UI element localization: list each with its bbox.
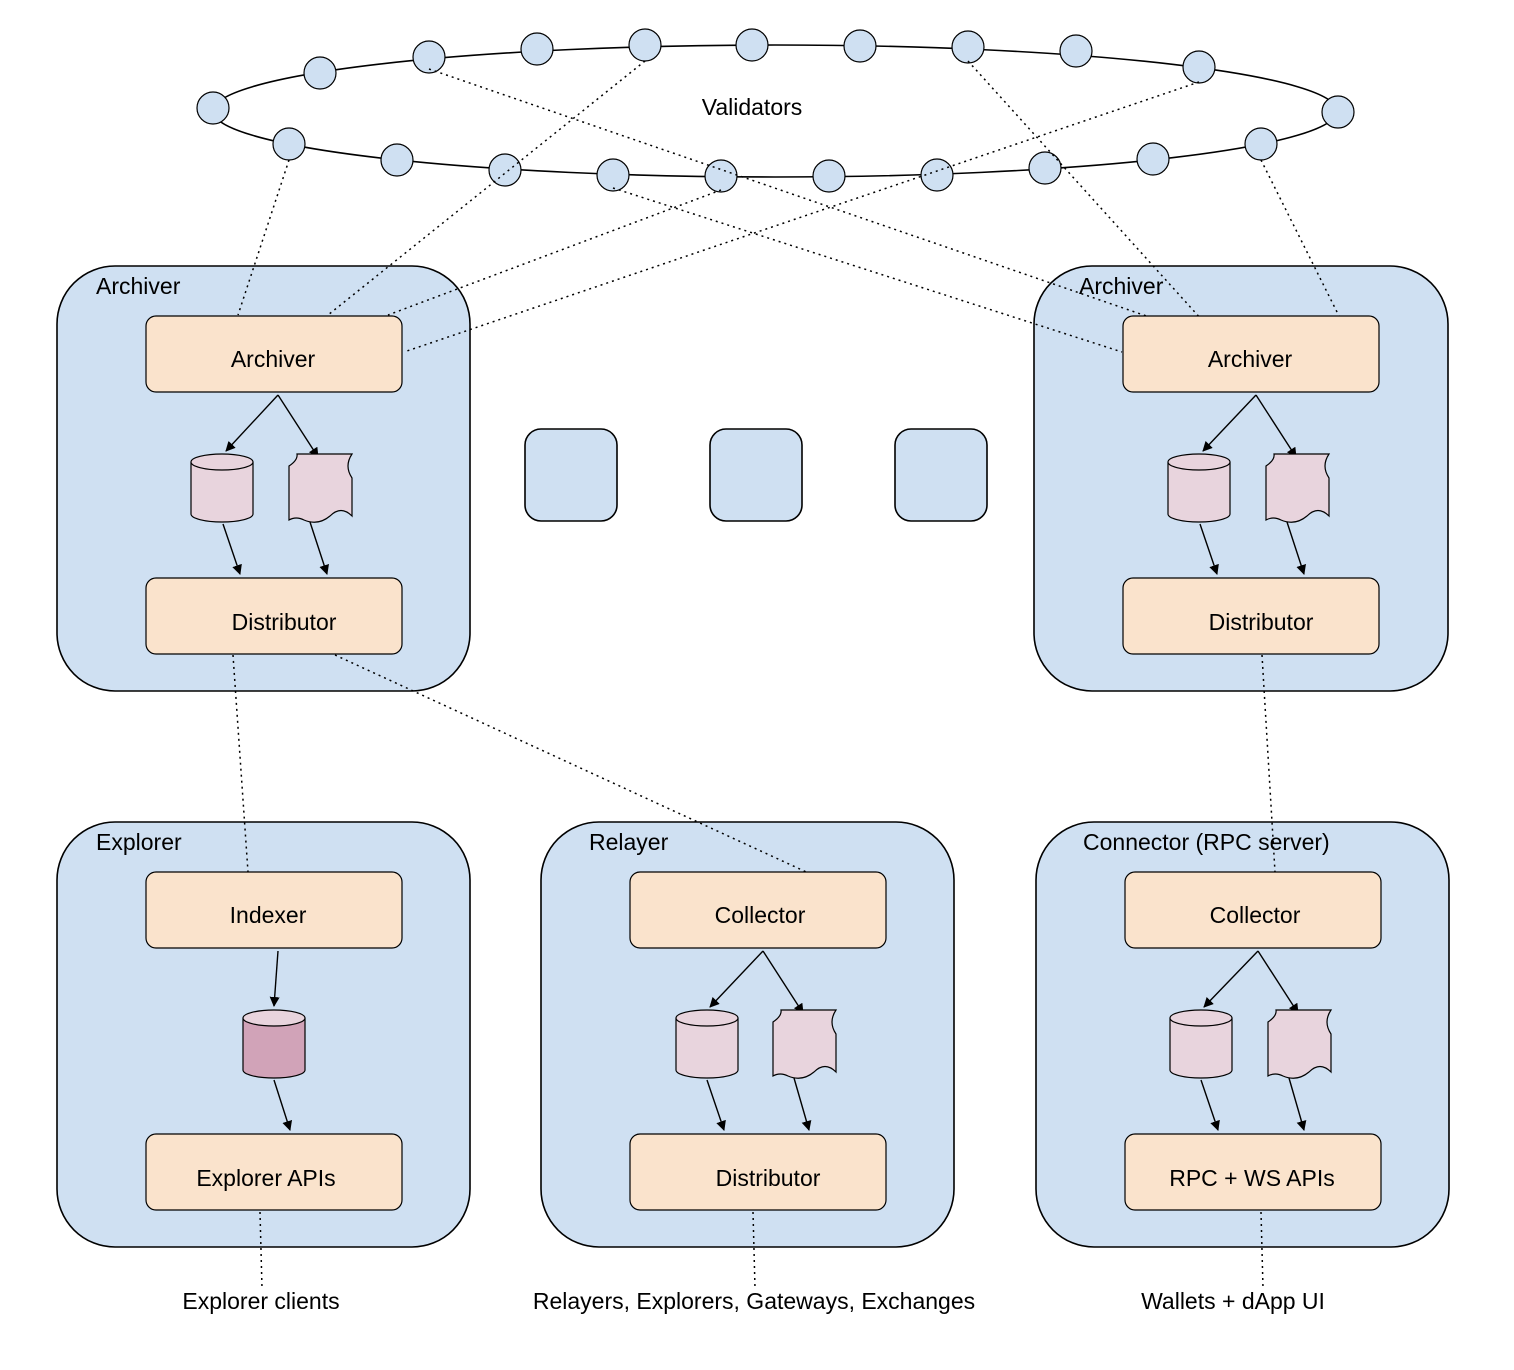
validator-node <box>1136 142 1170 176</box>
document-icon <box>772 1009 838 1079</box>
flow-arrow <box>222 523 242 575</box>
validator-node <box>920 158 954 192</box>
validator-node <box>488 153 522 187</box>
validator-node <box>380 143 414 177</box>
flow-arrow <box>225 394 279 452</box>
flow-arrow <box>1202 394 1257 452</box>
rpc-ws-apis-component <box>1124 1133 1382 1211</box>
connection-line <box>752 1211 756 1289</box>
validator-node <box>951 30 985 64</box>
component-label: RPC + WS APIs <box>1169 1165 1335 1191</box>
collector-component <box>629 871 887 949</box>
connection-line <box>1260 1211 1264 1289</box>
connector-group: Connector (RPC server) Collector RPC + W… <box>1083 829 1382 1211</box>
flow-arrow <box>1286 521 1306 575</box>
more-archivers-placeholder <box>894 428 988 522</box>
archiver-group-right: Archiver Archiver Distributor <box>1079 273 1380 655</box>
validator-node <box>1244 127 1278 161</box>
distributor-component <box>629 1133 887 1211</box>
flow-arrow <box>1199 523 1219 575</box>
connection-line <box>428 68 1159 321</box>
validator-node <box>1182 50 1216 84</box>
connection-line <box>612 187 1123 353</box>
component-label: Archiver <box>231 346 316 372</box>
flow-arrow <box>1255 394 1297 458</box>
component-label: Distributor <box>232 609 337 635</box>
flow-arrow <box>273 1079 293 1131</box>
database-icon <box>675 1009 739 1079</box>
validator-node <box>628 28 662 62</box>
validator-node <box>412 40 446 74</box>
container-title: Archiver <box>96 273 181 299</box>
more-archivers-placeholder <box>709 428 803 522</box>
flow-arrow <box>1288 1077 1307 1131</box>
relayer-group: Relayer Collector Distributor <box>589 829 887 1211</box>
connection-line <box>967 60 1203 321</box>
explorer-clients-label: Explorer clients <box>182 1288 339 1314</box>
validator-ring: Validators <box>196 28 1355 193</box>
validator-node <box>272 127 306 161</box>
validators-label: Validators <box>702 94 803 120</box>
flow-arrow <box>709 950 764 1008</box>
explorer-apis-component <box>145 1133 403 1211</box>
validator-node <box>735 28 769 62</box>
dotted-connections <box>232 60 1342 1289</box>
container-title: Connector (RPC server) <box>1083 829 1330 855</box>
container-title: Relayer <box>589 829 669 855</box>
document-icon <box>288 453 354 523</box>
document-icon <box>1265 453 1331 523</box>
distributor-component <box>1122 577 1380 655</box>
database-icon <box>190 453 254 523</box>
flow-arrow <box>1257 950 1299 1014</box>
explorer-group: Explorer Indexer Explorer APIs <box>96 829 403 1211</box>
connection-line <box>327 60 646 316</box>
connection-line <box>1261 654 1276 873</box>
flow-arrow <box>762 950 804 1014</box>
validator-node <box>1028 151 1062 185</box>
validator-node <box>812 159 846 193</box>
connection-line <box>334 654 816 877</box>
archiver-group-left: Archiver Archiver Distributor <box>96 273 403 655</box>
database-icon <box>1167 453 1231 523</box>
component-label: Indexer <box>230 902 307 928</box>
document-icon <box>1267 1009 1333 1079</box>
flow-arrow <box>1203 950 1259 1008</box>
connection-line <box>403 81 1200 353</box>
archiver-component <box>1122 315 1380 393</box>
index-database-icon <box>242 1009 306 1079</box>
component-label: Collector <box>1210 902 1301 928</box>
validator-node <box>196 91 230 125</box>
flow-arrow <box>269 950 280 1007</box>
archiver-component <box>145 315 403 393</box>
distributor-component <box>145 577 403 655</box>
connection-line <box>232 654 249 873</box>
component-label: Explorer APIs <box>196 1165 335 1191</box>
component-label: Distributor <box>1209 609 1314 635</box>
collector-component <box>1124 871 1382 949</box>
relayer-clients-label: Relayers, Explorers, Gateways, Exchanges <box>533 1288 975 1314</box>
validator-node <box>596 158 630 192</box>
validator-node <box>1321 95 1355 129</box>
component-label: Collector <box>715 902 806 928</box>
connector-clients-label: Wallets + dApp UI <box>1141 1288 1325 1314</box>
connection-line <box>259 1211 263 1289</box>
more-archivers-placeholder <box>524 428 618 522</box>
flow-arrow <box>1200 1079 1220 1131</box>
flow-arrow <box>793 1077 812 1131</box>
validator-node <box>843 29 877 63</box>
flow-arrow <box>309 521 329 575</box>
validator-node <box>1059 34 1093 68</box>
validator-node <box>704 159 738 193</box>
indexer-component <box>145 871 403 949</box>
flow-arrow <box>277 394 319 458</box>
validator-node <box>520 32 554 66</box>
database-icon <box>1169 1009 1233 1079</box>
container-title: Archiver <box>1079 273 1164 299</box>
component-label: Distributor <box>716 1165 821 1191</box>
container-title: Explorer <box>96 829 182 855</box>
component-label: Archiver <box>1208 346 1293 372</box>
flow-arrow <box>706 1079 726 1131</box>
validator-node <box>303 56 337 90</box>
